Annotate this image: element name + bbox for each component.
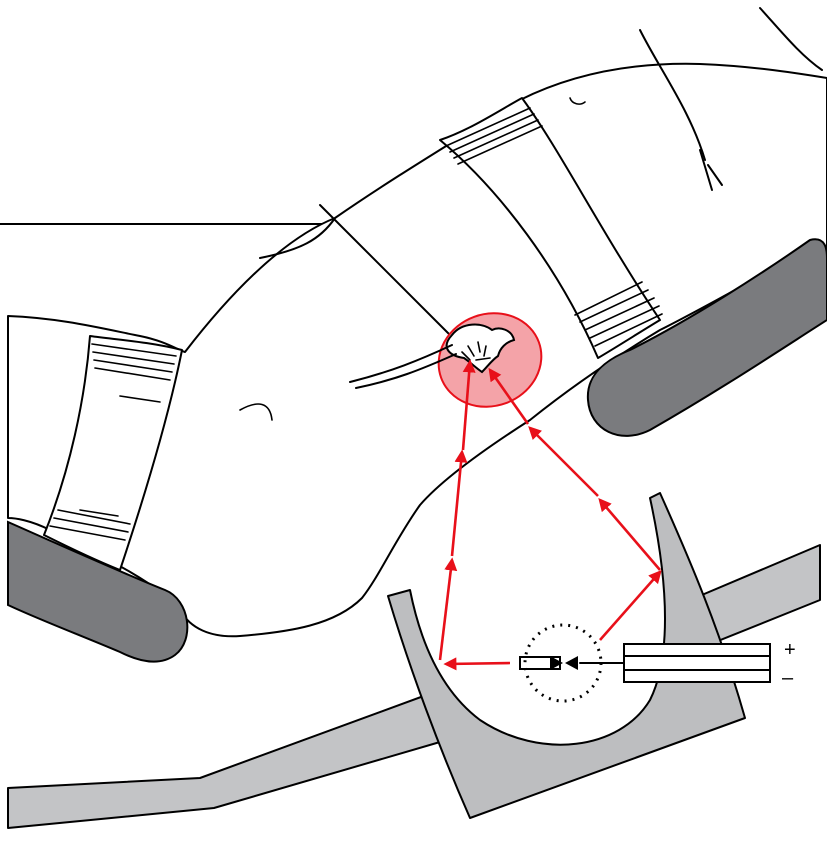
body-contour-back xyxy=(759,7,823,71)
belt-stripes-bottom xyxy=(574,281,663,347)
electrode-negative-label: – xyxy=(782,667,794,689)
wave-left-up-2 xyxy=(450,449,468,557)
belt-stripes-lower-bottom xyxy=(49,509,131,541)
wave-right-up-3 xyxy=(488,367,530,425)
electrode-housing xyxy=(579,643,771,683)
stone-fragments xyxy=(461,341,491,361)
wave-right-up-2 xyxy=(528,426,599,497)
wave-right-up-1 xyxy=(598,498,661,571)
body-contour-hip xyxy=(239,403,273,421)
electrode-positive-label: + xyxy=(784,639,796,661)
belt-strap-lower xyxy=(43,335,183,571)
shock-wave-paths xyxy=(438,359,662,671)
wave-direct-left xyxy=(443,657,511,671)
kidney-stone xyxy=(445,323,516,374)
wave-left-up-1 xyxy=(438,557,458,661)
spark-gap-electrode xyxy=(519,656,578,670)
body-contour-shoulder xyxy=(639,29,706,161)
body-contour-fold xyxy=(569,97,586,105)
body-contour-crease xyxy=(699,149,723,191)
support-cushion-left xyxy=(7,520,189,663)
spark-focus-circle xyxy=(523,623,603,703)
body-contour-flank xyxy=(259,217,336,259)
wave-left-up-3 xyxy=(461,359,476,451)
ureter-guide-line xyxy=(319,204,451,336)
ureter xyxy=(349,344,457,389)
belt-stripes-top xyxy=(445,107,543,165)
wave-right-out xyxy=(599,570,662,641)
belt-stripes-lower-top xyxy=(91,343,177,403)
belt-strap-upper xyxy=(439,97,661,359)
treatment-table-rail xyxy=(7,689,441,829)
parabolic-reflector xyxy=(387,492,746,819)
